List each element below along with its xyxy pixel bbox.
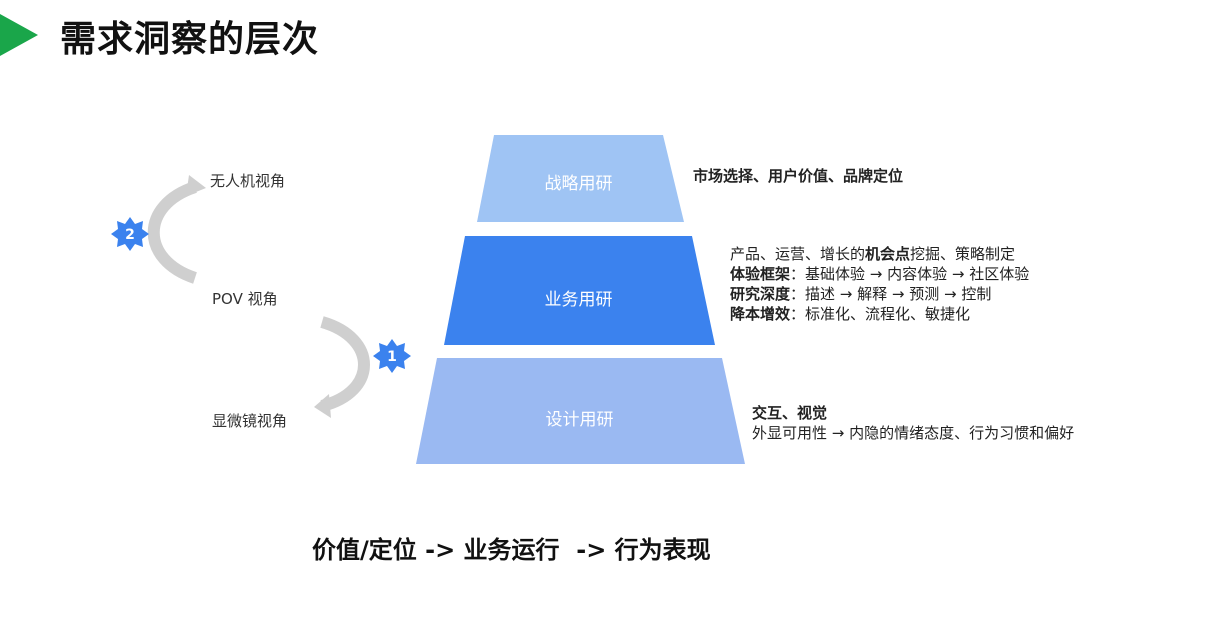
business-line-2: 体验框架：基础体验 → 内容体验 → 社区体验 xyxy=(730,265,1030,283)
badge-1-icon: 1 xyxy=(373,339,411,373)
tier-design-label: 设计用研 xyxy=(545,410,614,430)
business-line-1: 产品、运营、增长的机会点挖掘、策略制定 xyxy=(730,245,1016,263)
badge-2-label: 2 xyxy=(125,227,135,243)
title-arrow-icon xyxy=(0,14,38,56)
view-drone-label: 无人机视角 xyxy=(210,172,286,190)
lower-arc-icon xyxy=(320,316,370,412)
strategy-description: 市场选择、用户价值、品牌定位 xyxy=(693,167,904,185)
design-description: 交互、视觉 外显可用性 → 内隐的情绪态度、行为习惯和偏好 xyxy=(752,403,1074,443)
tier-strategy-label: 战略用研 xyxy=(544,174,613,194)
business-description: 产品、运营、增长的机会点挖掘、策略制定 体验框架：基础体验 → 内容体验 → 社… xyxy=(730,244,1029,324)
upper-arc-icon xyxy=(147,181,198,284)
tier-business-label: 业务用研 xyxy=(544,290,613,310)
design-detail: 外显可用性 → 内隐的情绪态度、行为习惯和偏好 xyxy=(752,424,1075,442)
badge-1-label: 1 xyxy=(387,349,397,365)
business-line-3: 研究深度：描述 → 解释 → 预测 → 控制 xyxy=(730,285,992,303)
upper-arc-arrowhead-icon xyxy=(186,175,206,196)
tier-design-shape xyxy=(416,358,745,464)
view-microscope-label: 显微镜视角 xyxy=(212,412,288,430)
badge-2-icon: 2 xyxy=(111,217,149,251)
footer-summary: 价值/定位 -> 业务运行 -> 行为表现 xyxy=(312,536,711,564)
lower-arc-arrowhead-icon xyxy=(314,394,331,418)
business-line-4: 降本增效：标准化、流程化、敏捷化 xyxy=(730,305,971,323)
page-title: 需求洞察的层次 xyxy=(60,19,320,60)
tier-strategy-shape xyxy=(477,135,684,222)
tier-business-shape xyxy=(444,236,715,345)
view-pov-label: POV 视角 xyxy=(212,290,278,308)
design-title: 交互、视觉 xyxy=(752,404,828,422)
